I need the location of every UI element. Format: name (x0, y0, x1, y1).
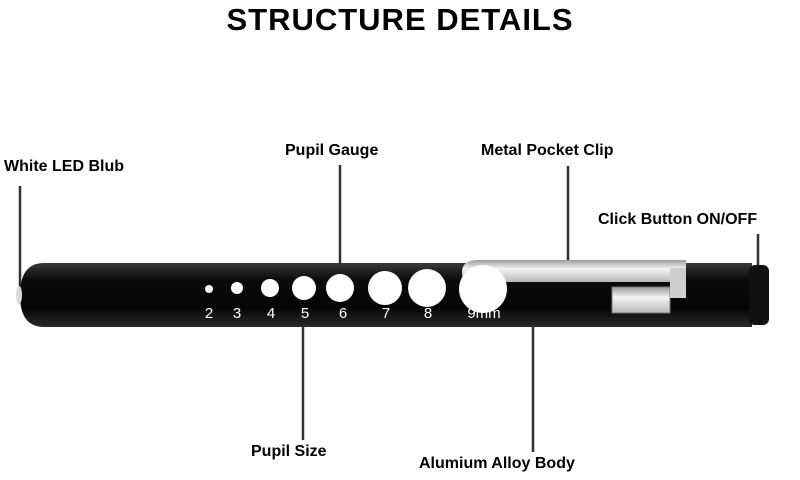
gauge-hole-6 (326, 274, 354, 302)
label-click-button: Click Button ON/OFF (598, 211, 758, 228)
gauge-hole-4 (261, 279, 279, 297)
size-number: 9mm (467, 305, 500, 322)
label-pocket-clip: Metal Pocket Clip (481, 142, 614, 159)
led-tip (16, 286, 22, 304)
size-number: 5 (301, 305, 309, 322)
gauge-hole-3 (231, 282, 243, 294)
diagram-title: STRUCTURE DETAILS (226, 2, 574, 37)
pupil-gauge (205, 265, 507, 313)
click-button (749, 265, 769, 325)
size-number: 7 (382, 305, 390, 322)
size-number: 2 (205, 305, 213, 322)
size-number: 6 (339, 305, 347, 322)
gauge-hole-9 (459, 265, 507, 313)
pocket-clip (462, 260, 686, 314)
pupil-size-numbers: 2 3 4 5 6 7 8 9mm (205, 305, 501, 322)
label-led: White LED Blub (4, 158, 124, 175)
gauge-hole-2 (205, 285, 213, 293)
gauge-hole-8 (408, 269, 446, 307)
size-number: 8 (424, 305, 432, 322)
label-pupil-size: Pupil Size (251, 443, 327, 460)
leader-lines (18, 165, 760, 452)
size-number: 4 (267, 305, 275, 322)
label-alloy-body: Alumium Alloy Body (419, 455, 575, 472)
gauge-hole-7 (368, 271, 402, 305)
label-pupil-gauge: Pupil Gauge (285, 142, 379, 159)
size-number: 3 (233, 305, 241, 322)
gauge-hole-5 (292, 276, 316, 300)
